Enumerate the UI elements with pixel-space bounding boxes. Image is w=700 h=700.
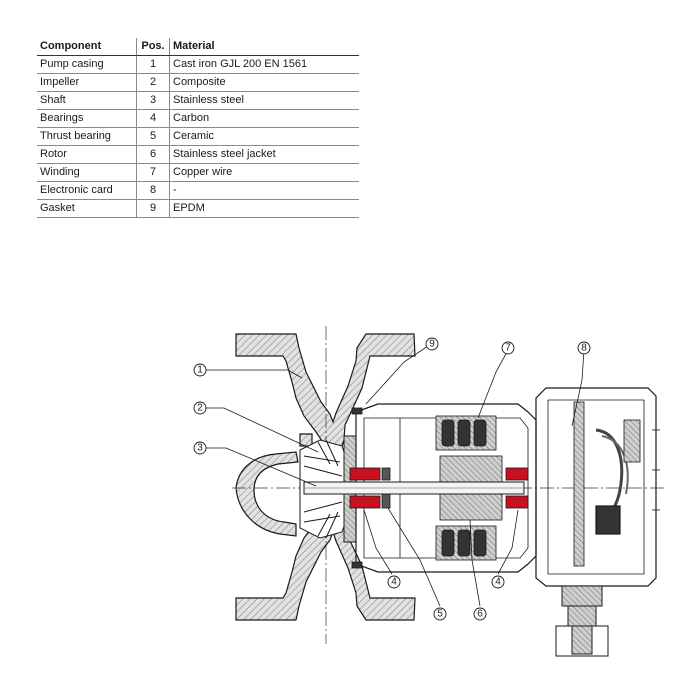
cell-material: Carbon xyxy=(169,109,359,128)
callout-label: 3 xyxy=(197,443,203,454)
callout-label: 5 xyxy=(437,609,443,620)
callout-6: 6 xyxy=(473,607,487,621)
bearing-rear-bottom xyxy=(505,495,529,509)
cell-component: Gasket xyxy=(37,199,137,218)
electronic-module xyxy=(535,387,660,587)
callout-label: 4 xyxy=(495,577,501,588)
bearings xyxy=(349,467,529,509)
cell-component: Winding xyxy=(37,163,137,182)
cell-pos: 2 xyxy=(136,73,170,92)
callout-label: 8 xyxy=(581,343,587,354)
cell-component: Impeller xyxy=(37,73,137,92)
leader-lines xyxy=(206,345,585,607)
bearing-rear-top xyxy=(505,467,529,481)
callout-3: 3 xyxy=(193,441,207,455)
cell-material: Copper wire xyxy=(169,163,359,182)
cell-pos: 9 xyxy=(136,199,170,218)
callout-9: 9 xyxy=(425,337,439,351)
callout-label: 6 xyxy=(477,609,483,620)
cell-component: Thrust bearing xyxy=(37,127,137,146)
callout-label: 1 xyxy=(197,365,203,376)
callout-label: 9 xyxy=(429,339,435,350)
header-pos: Pos. xyxy=(136,38,170,56)
bearing-front-top xyxy=(349,467,381,481)
thrust-bearing xyxy=(381,467,391,509)
gasket xyxy=(351,407,363,569)
cell-pos: 4 xyxy=(136,109,170,128)
winding xyxy=(435,415,497,561)
callout-4-front: 4 xyxy=(387,575,401,589)
cell-component: Rotor xyxy=(37,145,137,164)
cell-component: Bearings xyxy=(37,109,137,128)
callout-1: 1 xyxy=(193,363,207,377)
header-material: Material xyxy=(169,38,359,56)
callout-7: 7 xyxy=(501,341,515,355)
cell-component: Electronic card xyxy=(37,181,137,200)
cell-material: EPDM xyxy=(169,199,359,218)
cell-component: Shaft xyxy=(37,91,137,110)
cell-pos: 6 xyxy=(136,145,170,164)
callout-5: 5 xyxy=(433,607,447,621)
callout-8: 8 xyxy=(577,341,591,355)
bearing-front-bottom xyxy=(349,495,381,509)
cell-material: - xyxy=(169,181,359,200)
table-header-row: Component Pos. Material xyxy=(37,38,359,56)
cell-pos: 7 xyxy=(136,163,170,182)
cell-material: Stainless steel jacket xyxy=(169,145,359,164)
callout-label: 2 xyxy=(197,403,203,414)
callout-label: 7 xyxy=(505,343,511,354)
cell-material: Cast iron GJL 200 EN 1561 xyxy=(169,55,359,74)
shaft xyxy=(303,481,525,495)
callout-label: 4 xyxy=(391,577,397,588)
cell-material: Composite xyxy=(169,73,359,92)
cell-component: Pump casing xyxy=(37,55,137,74)
cell-pos: 3 xyxy=(136,91,170,110)
cable-gland xyxy=(555,585,609,657)
cell-pos: 8 xyxy=(136,181,170,200)
header-component: Component xyxy=(37,38,137,56)
cell-pos: 1 xyxy=(136,55,170,74)
cell-material: Stainless steel xyxy=(169,91,359,110)
callout-4-rear: 4 xyxy=(491,575,505,589)
cell-pos: 5 xyxy=(136,127,170,146)
cell-material: Ceramic xyxy=(169,127,359,146)
callout-2: 2 xyxy=(193,401,207,415)
